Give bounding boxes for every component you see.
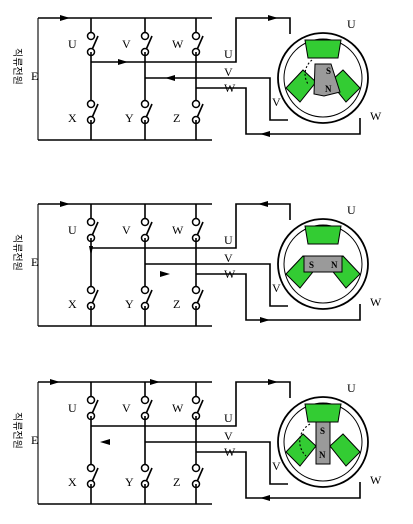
terminal-label-w: W: [224, 267, 236, 281]
current-arrow: [268, 15, 278, 21]
terminal-label-u: U: [224, 233, 233, 247]
panel-2: 직류전원 E U V W X Y Z: [11, 201, 382, 327]
dc-supply-label: 직류전원: [11, 234, 23, 271]
current-arrow: [50, 379, 60, 385]
dc-supply-label: 직류전원: [11, 412, 23, 449]
switch-label-x: X: [68, 111, 77, 125]
wire-v: [145, 77, 288, 121]
stator-label-w: W: [370, 109, 382, 123]
current-arrow: [150, 379, 160, 385]
current-arrow: [100, 439, 110, 445]
switch-label-v: V: [122, 37, 131, 51]
terminal-label-w: W: [224, 81, 236, 95]
wire-w: [196, 451, 361, 499]
switch-label-w: W: [172, 223, 184, 237]
voltage-label: E: [31, 69, 38, 83]
current-arrow: [260, 495, 270, 501]
panel-3: 직류전원 E U V W X Y Z: [11, 379, 382, 505]
phase-leg-v: [140, 204, 153, 326]
wire-w: [196, 87, 361, 135]
current-arrow: [260, 317, 270, 323]
current-arrow: [268, 379, 278, 385]
rotor: [315, 421, 331, 465]
stator-label-u: U: [347, 381, 356, 395]
stator-label-v: V: [272, 459, 281, 473]
current-arrow: [160, 271, 170, 277]
rotor: [313, 63, 341, 97]
stator-label-w: W: [370, 295, 382, 309]
voltage-label: E: [31, 433, 38, 447]
stator-label-v: V: [272, 281, 281, 295]
current-arrow: [258, 201, 268, 207]
switch-label-z: Z: [173, 111, 180, 125]
phase-leg-u: [86, 204, 99, 326]
switch-label-y: Y: [125, 475, 134, 489]
switch-label-y: Y: [125, 297, 134, 311]
switch-label-u: U: [68, 401, 77, 415]
switch-label-w: W: [172, 401, 184, 415]
current-arrow: [60, 201, 70, 207]
rotor-label-s: S: [320, 426, 325, 436]
switch-label-w: W: [172, 37, 184, 51]
current-arrow: [118, 59, 128, 65]
terminal-label-v: V: [224, 429, 233, 443]
switch-contact: [86, 31, 96, 41]
current-arrow: [260, 131, 270, 137]
phase-leg-u: [86, 382, 99, 504]
terminal-label-u: U: [224, 411, 233, 425]
wire-v: [145, 263, 288, 307]
rotor-label-s: S: [309, 260, 314, 270]
stator-label-u: U: [347, 17, 356, 31]
phase-leg-v: [140, 382, 153, 504]
rotor-label-n: N: [331, 260, 338, 270]
rotor-label-n: N: [319, 450, 326, 460]
switch-label-x: X: [68, 297, 77, 311]
current-arrow: [165, 75, 175, 81]
motor: S N U V W: [272, 381, 382, 488]
terminal-label-v: V: [224, 65, 233, 79]
switch-label-z: Z: [173, 297, 180, 311]
stator-label-v: V: [272, 95, 281, 109]
terminal-label-w: W: [224, 445, 236, 459]
switch-label-x: X: [68, 475, 77, 489]
terminal-label-u: U: [224, 47, 233, 61]
switch-label-v: V: [122, 223, 131, 237]
stator-pole-u: [304, 39, 342, 59]
stator-label-u: U: [347, 203, 356, 217]
stator-pole-u: [304, 403, 342, 423]
dc-supply-label: 직류전원: [11, 48, 23, 85]
rotor: [303, 255, 343, 273]
switch-label-v: V: [122, 401, 131, 415]
wire-u: [91, 17, 291, 63]
wire-w: [196, 273, 361, 321]
switch-label-u: U: [68, 37, 77, 51]
current-arrow: [60, 15, 70, 21]
phase-leg-v: [140, 18, 153, 140]
panel-1: 직류전원 E: [11, 15, 382, 141]
motor: S N U V W: [272, 203, 382, 310]
current-arrow: [89, 246, 93, 256]
wire-u: [91, 381, 291, 427]
phase-leg-u: [86, 18, 99, 140]
switch-label-z: Z: [173, 475, 180, 489]
voltage-label: E: [31, 255, 38, 269]
stator-pole-u: [304, 225, 342, 245]
switch-label-y: Y: [125, 111, 134, 125]
switch-label-u: U: [68, 223, 77, 237]
phase-leg-w: [191, 204, 204, 326]
terminal-label-v: V: [224, 251, 233, 265]
wire-v: [145, 441, 288, 485]
phase-leg-w: [191, 382, 204, 504]
phase-leg-w: [191, 18, 204, 140]
rotor-label-n: N: [325, 84, 332, 94]
stator-label-w: W: [370, 473, 382, 487]
motor: S N U V W: [272, 17, 382, 124]
wire-u: [91, 203, 291, 249]
rotor-label-s: S: [326, 66, 331, 76]
